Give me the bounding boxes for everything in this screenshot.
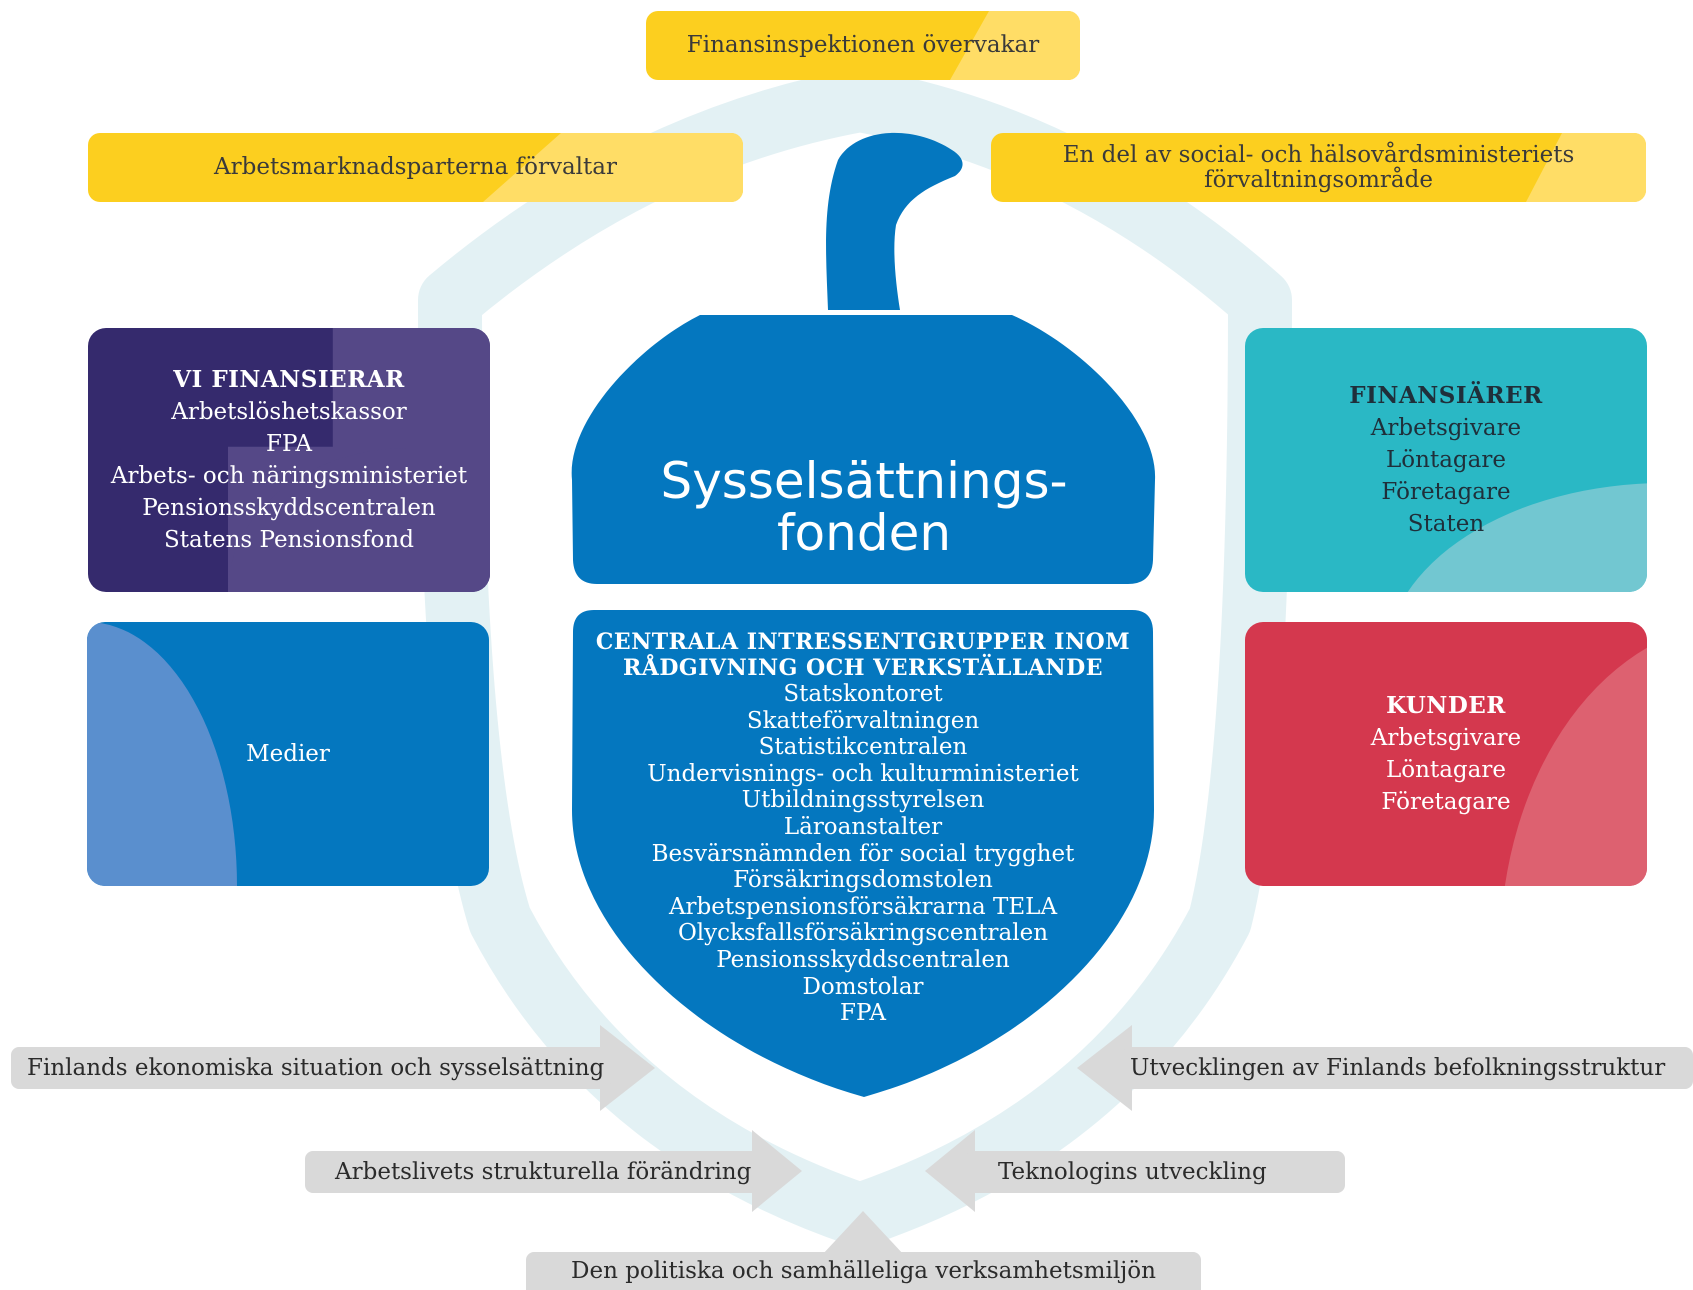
customers-item: Företagare bbox=[1381, 789, 1511, 815]
stakeholder-item: Läroanstalter bbox=[783, 813, 943, 840]
administrators-label: Arbetsmarknadsparterna förvaltar bbox=[214, 154, 617, 181]
we-finance-card: VI FINANSIERAR Arbetslöshetskassor FPA A… bbox=[88, 328, 490, 592]
ministry-box: En del av social- och hälsovårdsminister… bbox=[991, 133, 1646, 202]
financiers-item: Staten bbox=[1407, 511, 1485, 537]
stakeholder-item: Pensionsskyddscentralen bbox=[716, 946, 1010, 973]
ministry-label-line2: förvaltningsområde bbox=[1204, 166, 1433, 193]
stakeholder-item: Olycksfallsförsäkringscentralen bbox=[677, 920, 1049, 947]
work-life-influence: Arbetslivets strukturella förändring bbox=[305, 1151, 763, 1193]
financiers-item: Företagare bbox=[1381, 479, 1511, 505]
politics-influence-label: Den politiska och samhälleliga verksamhe… bbox=[571, 1258, 1156, 1284]
we-finance-item: Statens Pensionsfond bbox=[164, 527, 414, 553]
stakeholders-heading-line1: CENTRALA INTRESSENTGRUPPER INOM bbox=[595, 629, 1131, 655]
stakeholder-item: Skatteförvaltningen bbox=[746, 707, 980, 734]
work-life-influence-label: Arbetslivets strukturella förändring bbox=[335, 1159, 752, 1185]
stakeholder-item: Statistikcentralen bbox=[758, 734, 968, 761]
fund-title: Sysselsättnings- fonden bbox=[600, 455, 1128, 559]
we-finance-item: Arbets- och näringsministeriet bbox=[110, 463, 468, 489]
financiers-item: Arbetsgivare bbox=[1370, 415, 1522, 441]
technology-influence: Teknologins utveckling bbox=[965, 1151, 1345, 1193]
fund-title-line1: Sysselsättnings- bbox=[660, 452, 1068, 510]
politics-arrow-head bbox=[822, 1211, 904, 1255]
stakeholder-item: Besvärsnämnden för social trygghet bbox=[651, 840, 1075, 867]
we-finance-item: Arbetslöshetskassor bbox=[171, 399, 407, 425]
fund-body bbox=[572, 610, 1154, 1097]
stakeholders-heading-line2: RÅDGIVNING OCH VERKSTÄLLANDE bbox=[623, 655, 1103, 681]
fund-title-line2: fonden bbox=[776, 504, 952, 562]
financiers-card: FINANSIÄRER Arbetsgivare Löntagare Föret… bbox=[1245, 328, 1647, 592]
stakeholder-list: CENTRALA INTRESSENTGRUPPER INOM RÅDGIVNI… bbox=[573, 629, 1153, 1027]
supervisor-label: Finansinspektionen övervakar bbox=[686, 32, 1040, 59]
economy-influence-label: Finlands ekonomiska situation och syssel… bbox=[27, 1055, 605, 1081]
stakeholder-item: Försäkringsdomstolen bbox=[733, 867, 993, 894]
financiers-heading: FINANSIÄRER bbox=[1349, 382, 1543, 409]
technology-arrow-head bbox=[925, 1130, 975, 1212]
customers-heading: KUNDER bbox=[1386, 692, 1506, 719]
we-finance-heading: VI FINANSIERAR bbox=[173, 366, 405, 393]
work-life-arrow-head bbox=[752, 1130, 802, 1212]
ministry-label-line1: En del av social- och hälsovårdsminister… bbox=[1062, 142, 1575, 169]
population-influence: Utvecklingen av Finlands befolkningsstru… bbox=[1122, 1047, 1693, 1089]
fund-handle bbox=[826, 132, 963, 310]
economy-influence: Finlands ekonomiska situation och syssel… bbox=[11, 1047, 611, 1089]
customers-item: Arbetsgivare bbox=[1370, 725, 1522, 751]
stakeholder-item: FPA bbox=[840, 1000, 886, 1027]
stakeholder-item: Domstolar bbox=[802, 973, 924, 1000]
stakeholder-item: Undervisnings- och kulturministeriet bbox=[647, 760, 1079, 787]
financiers-item: Löntagare bbox=[1386, 447, 1506, 473]
supervisor-box: Finansinspektionen övervakar bbox=[646, 11, 1080, 80]
stakeholder-item: Utbildningsstyrelsen bbox=[741, 787, 985, 814]
we-finance-item: FPA bbox=[266, 431, 312, 457]
fund-lid bbox=[571, 315, 1156, 584]
administrators-box: Arbetsmarknadsparterna förvaltar bbox=[88, 133, 743, 202]
customers-card: KUNDER Arbetsgivare Löntagare Företagare bbox=[1245, 622, 1647, 886]
media-label: Medier bbox=[246, 741, 330, 767]
technology-influence-label: Teknologins utveckling bbox=[998, 1159, 1267, 1185]
stakeholder-item: Statskontoret bbox=[783, 681, 943, 707]
population-arrow-head bbox=[1077, 1025, 1132, 1111]
politics-influence: Den politiska och samhälleliga verksamhe… bbox=[526, 1252, 1201, 1290]
media-card: Medier bbox=[87, 622, 489, 886]
we-finance-item: Pensionsskyddscentralen bbox=[142, 495, 436, 521]
population-influence-label: Utvecklingen av Finlands befolkningsstru… bbox=[1130, 1055, 1666, 1081]
stakeholder-item: Arbetspensionsförsäkrarna TELA bbox=[668, 893, 1058, 920]
economy-arrow-head bbox=[600, 1025, 655, 1111]
customers-item: Löntagare bbox=[1386, 757, 1506, 783]
